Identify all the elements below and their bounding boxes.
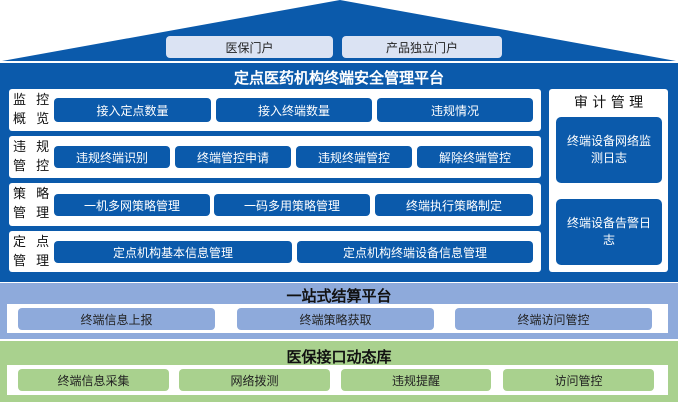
row-label: 违 规管 控 <box>13 140 53 174</box>
btn-policy-execution[interactable]: 终端执行策略制定 <box>375 194 533 216</box>
btn-release-control[interactable]: 解除终端管控 <box>417 146 533 168</box>
btn-multi-use-code-policy[interactable]: 一码多用策略管理 <box>214 194 370 216</box>
row-label: 策 略管 理 <box>13 187 53 221</box>
btn-access-control[interactable]: 访问管控 <box>503 369 654 391</box>
library-title: 医保接口动态库 <box>286 347 392 366</box>
row-label: 监 控概 览 <box>13 93 53 127</box>
portal-product-independent[interactable]: 产品独立门户 <box>342 36 502 58</box>
btn-control-request[interactable]: 终端管控申请 <box>175 146 291 168</box>
platform-title: 定点医药机构终端安全管理平台 <box>233 68 444 87</box>
btn-violations[interactable]: 违规情况 <box>377 98 533 122</box>
row-monitor-overview: 监 控概 览 接入定点数量 接入终端数量 违规情况 <box>9 89 541 131</box>
audit-title: 审 计 管 理 <box>573 95 644 111</box>
portal-medical-insurance[interactable]: 医保门户 <box>166 36 333 58</box>
btn-network-monitor-log[interactable]: 终端设备网络监测日志 <box>556 117 662 183</box>
settlement-title: 一站式结算平台 <box>286 286 392 305</box>
row-policy-management: 策 略管 理 一机多网策略管理 一码多用策略管理 终端执行策略制定 <box>9 183 541 226</box>
btn-site-basic-info[interactable]: 定点机构基本信息管理 <box>54 241 292 263</box>
btn-network-probe[interactable]: 网络拨测 <box>179 369 330 391</box>
btn-violation-control[interactable]: 违规终端管控 <box>296 146 412 168</box>
row-label: 定 点管 理 <box>13 235 53 269</box>
btn-violation-alert[interactable]: 违规提醒 <box>341 369 491 391</box>
btn-terminal-policy-fetch[interactable]: 终端策略获取 <box>237 308 434 330</box>
roof-shape <box>2 0 676 61</box>
btn-connected-sites[interactable]: 接入定点数量 <box>54 98 211 122</box>
btn-violation-identify[interactable]: 违规终端识别 <box>54 146 170 168</box>
insurance-interface-library: 医保接口动态库 终端信息采集 网络拨测 违规提醒 访问管控 <box>0 341 678 402</box>
btn-terminal-info-report[interactable]: 终端信息上报 <box>18 308 215 330</box>
settlement-platform: 一站式结算平台 终端信息上报 终端策略获取 终端访问管控 <box>0 283 678 339</box>
row-site-management: 定 点管 理 定点机构基本信息管理 定点机构终端设备信息管理 <box>9 231 541 272</box>
btn-alert-log[interactable]: 终端设备告警日志 <box>556 199 662 265</box>
btn-multi-network-policy[interactable]: 一机多网策略管理 <box>54 194 210 216</box>
audit-management-panel: 审 计 管 理 终端设备网络监测日志 终端设备告警日志 <box>549 89 668 272</box>
btn-site-device-info[interactable]: 定点机构终端设备信息管理 <box>297 241 533 263</box>
row-violation-control: 违 规管 控 违规终端识别 终端管控申请 违规终端管控 解除终端管控 <box>9 136 541 178</box>
btn-terminal-info-collect[interactable]: 终端信息采集 <box>18 369 169 391</box>
btn-connected-terminals[interactable]: 接入终端数量 <box>216 98 372 122</box>
btn-terminal-access-control[interactable]: 终端访问管控 <box>455 308 652 330</box>
